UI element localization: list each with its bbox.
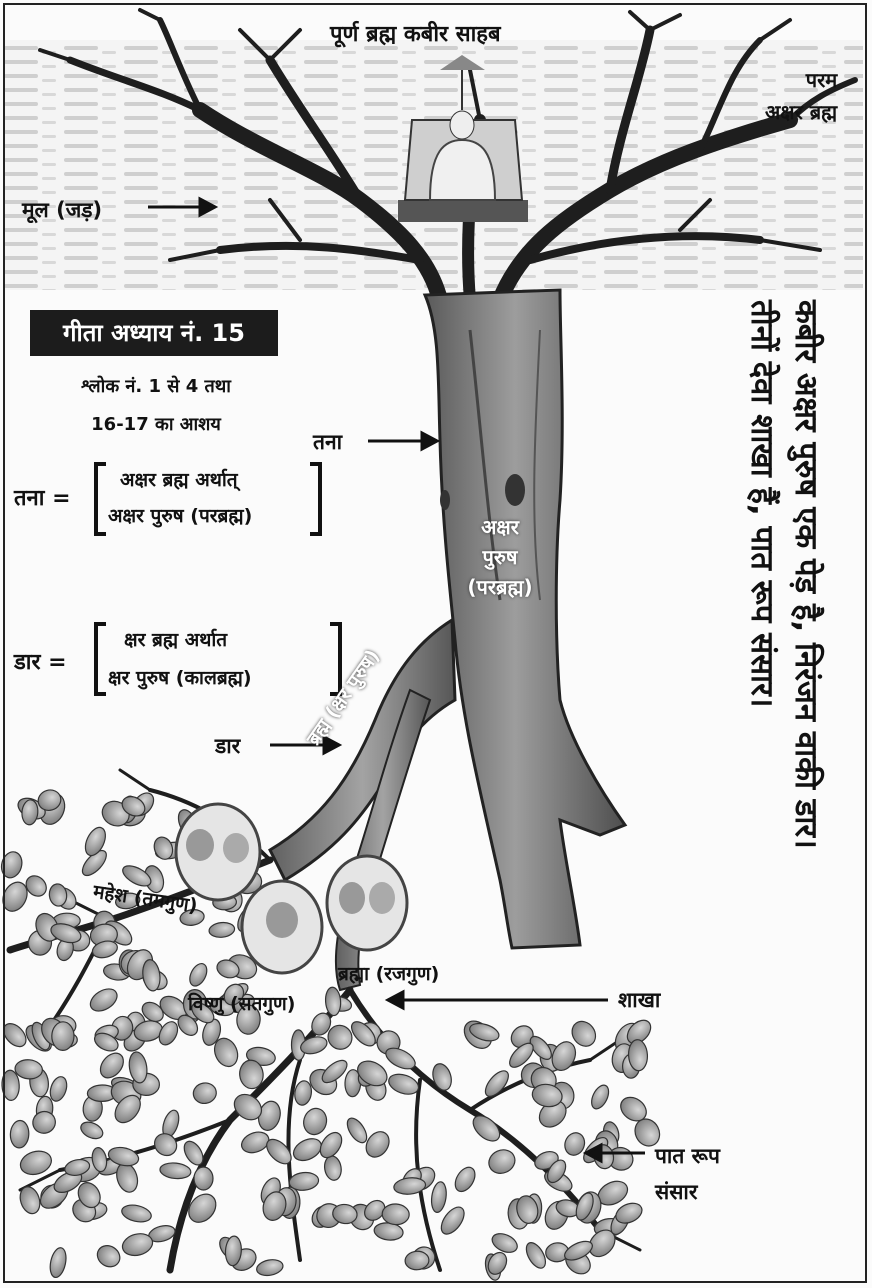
tana-equation-lhs: तना =: [14, 482, 71, 512]
shakha-pointer-label: शाखा: [618, 986, 660, 1014]
daar-equation-lhs: डार =: [14, 646, 67, 676]
left-bracket: [94, 462, 106, 536]
daar-equation: डार = क्षर ब्रह्म अर्थात क्षर पुरुष (काल…: [12, 622, 352, 700]
trunk-label-line-1: अक्षर: [450, 512, 550, 542]
brahma-label: ब्रह्मा (रजगुण): [338, 960, 439, 986]
param-akshar-line-2: अक्षर ब्रह्म: [765, 96, 837, 128]
paat-pointer-label: पात रूप संसार: [655, 1138, 720, 1210]
vishnu-label: विष्णु (सतगुण): [188, 990, 295, 1016]
shlok-line-2: 16-17 का आशय: [40, 406, 272, 444]
trunk-label-line-2: पुरुष: [450, 542, 550, 572]
daar-pointer-label: डार: [215, 732, 240, 760]
left-bracket: [94, 622, 106, 696]
paat-line-2: संसार: [655, 1174, 720, 1210]
daar-line-1: क्षर ब्रह्म अर्थात: [124, 626, 227, 652]
param-akshar-label: परम अक्षर ब्रह्म: [765, 64, 837, 128]
shlok-line-1: श्लोक नं. 1 से 4 तथा: [40, 368, 272, 406]
daar-line-2: क्षर पुरुष (कालब्रह्म): [108, 664, 252, 690]
param-akshar-line-1: परम: [765, 64, 837, 96]
doha-line-1: कबीर अक्षर पुरुष एक पेड़ है, निरंजन वाकी…: [784, 300, 828, 1230]
top-title: पूर्ण ब्रह्म कबीर साहब: [330, 18, 501, 48]
tana-equation: तना = अक्षर ब्रह्म अर्थात् अक्षर पुरुष (…: [12, 462, 332, 540]
paat-line-1: पात रूप: [655, 1138, 720, 1174]
trunk-label: अक्षर पुरुष (परब्रह्म): [450, 512, 550, 602]
tana-line-2: अक्षर पुरुष (परब्रह्म): [108, 502, 252, 528]
doha-line-2: तीनों देवा शाखा हैं, पात रूप संसार।: [740, 300, 784, 1230]
tana-line-1: अक्षर ब्रह्म अर्थात्: [120, 466, 238, 492]
shlok-caption: श्लोक नं. 1 से 4 तथा 16-17 का आशय: [40, 368, 272, 444]
tana-pointer-label: तना: [313, 428, 342, 456]
doha-verse: कबीर अक्षर पुरुष एक पेड़ है, निरंजन वाकी…: [740, 300, 828, 1230]
right-bracket: [310, 462, 322, 536]
gita-heading: गीता अध्याय नं. 15: [30, 310, 278, 356]
trunk-label-line-3: (परब्रह्म): [450, 572, 550, 602]
mool-label: मूल (जड़): [22, 196, 102, 224]
